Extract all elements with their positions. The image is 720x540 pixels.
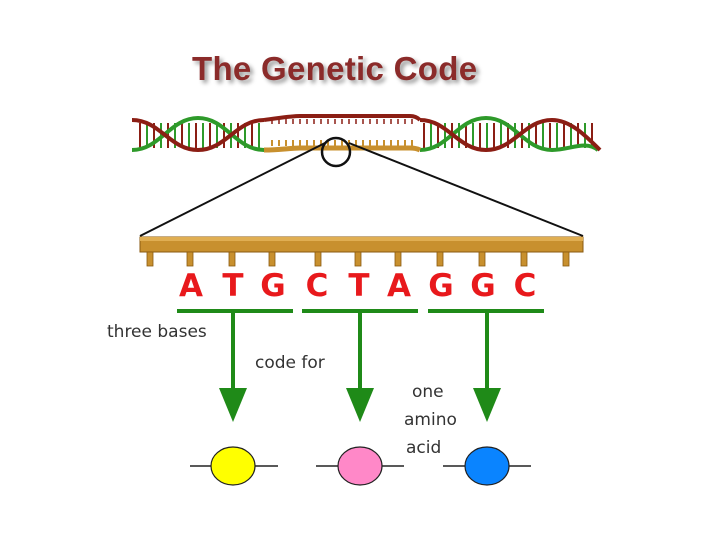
zoom-line-right	[348, 142, 584, 237]
backbone-tooth	[436, 251, 444, 267]
label-three-bases: three bases	[107, 322, 207, 342]
backbone-tooth	[520, 251, 528, 267]
label-one: one	[412, 382, 444, 402]
helix-strand-red	[131, 118, 265, 153]
backbone-tooth	[228, 251, 236, 267]
backbone-tooth	[394, 251, 402, 267]
backbone-tooth	[146, 251, 154, 267]
codon-arrow-1	[219, 312, 247, 422]
base-letter: T	[348, 268, 370, 304]
codon-arrow-3	[473, 312, 501, 422]
backbone-tooth	[268, 251, 276, 267]
backbone-tooth	[562, 251, 570, 267]
diagram-title: The Genetic Code	[192, 50, 478, 87]
helix-strand-green	[131, 115, 265, 152]
base-letter: C	[305, 268, 329, 304]
zoom-circle	[320, 136, 352, 168]
amino-acid-2	[316, 446, 404, 486]
backbone-tooth	[478, 251, 486, 267]
base-letter: A	[179, 268, 203, 304]
helix-strand-red-right	[419, 117, 602, 153]
backbone-tooth	[354, 251, 362, 267]
base-letter: G	[470, 268, 496, 304]
base-letter: T	[222, 268, 244, 304]
dna-helix	[131, 114, 602, 153]
backbone-tooth	[186, 251, 194, 267]
base-letter: G	[428, 268, 454, 304]
backbone-tooth	[314, 251, 322, 267]
codon-arrow-2	[346, 312, 374, 422]
base-letter: C	[513, 268, 537, 304]
backbone-teeth	[146, 251, 570, 267]
label-code-for: code for	[255, 353, 325, 373]
amino-acid-3	[443, 446, 531, 486]
helix-opened-top	[263, 114, 422, 122]
base-sequence: A T G C T A G G C	[176, 266, 546, 306]
base-letter: G	[260, 268, 286, 304]
strand-backbone	[139, 236, 584, 267]
label-amino: amino	[404, 410, 457, 430]
helix-opened-bottom	[263, 145, 422, 153]
zoom-line-left	[139, 142, 326, 237]
amino-acid-1	[190, 446, 278, 486]
label-acid: acid	[406, 438, 442, 458]
base-letter: A	[387, 268, 411, 304]
